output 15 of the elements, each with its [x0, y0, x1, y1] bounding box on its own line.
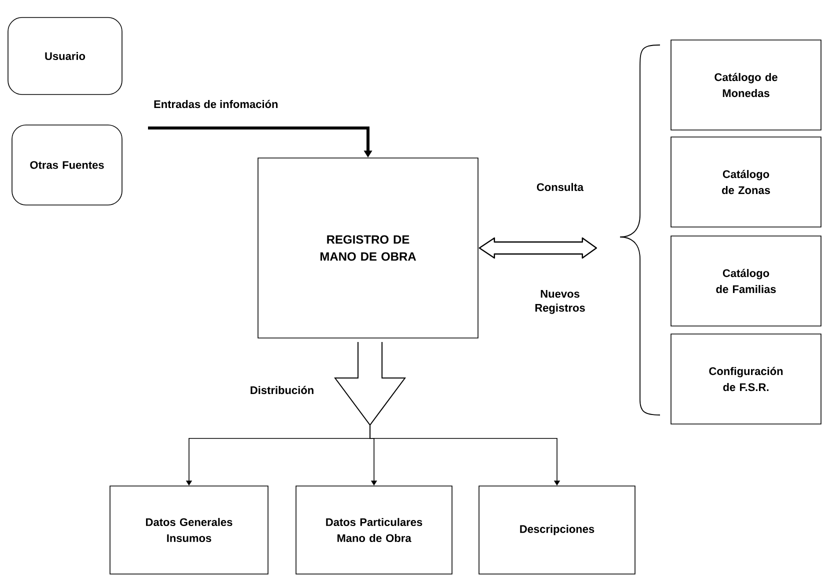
rounded-box: Otras Fuentes — [12, 124, 122, 206]
text-label: Distribución — [250, 386, 314, 394]
text-label: Nuevos Registros — [535, 290, 585, 314]
process-box: Catálogo de Monedas — [670, 40, 822, 130]
text-label: Consulta — [536, 182, 584, 192]
process-box: REGISTRO DE MANO DE OBRA — [258, 158, 478, 338]
double-arrow — [478, 237, 597, 259]
rounded-box: Usuario — [8, 17, 122, 95]
edge-label: Entradas de infomación — [154, 100, 278, 108]
process-box: Catálogo de Familias — [670, 236, 822, 326]
process-box: Catálogo de Zonas — [670, 136, 822, 228]
process-box: Datos Generales Insumos — [110, 486, 268, 574]
process-box: Configuración de F.S.R. — [670, 334, 822, 424]
process-box: Descripciones — [478, 486, 636, 574]
process-box: Datos Particulares Mano de Obra — [296, 486, 452, 574]
